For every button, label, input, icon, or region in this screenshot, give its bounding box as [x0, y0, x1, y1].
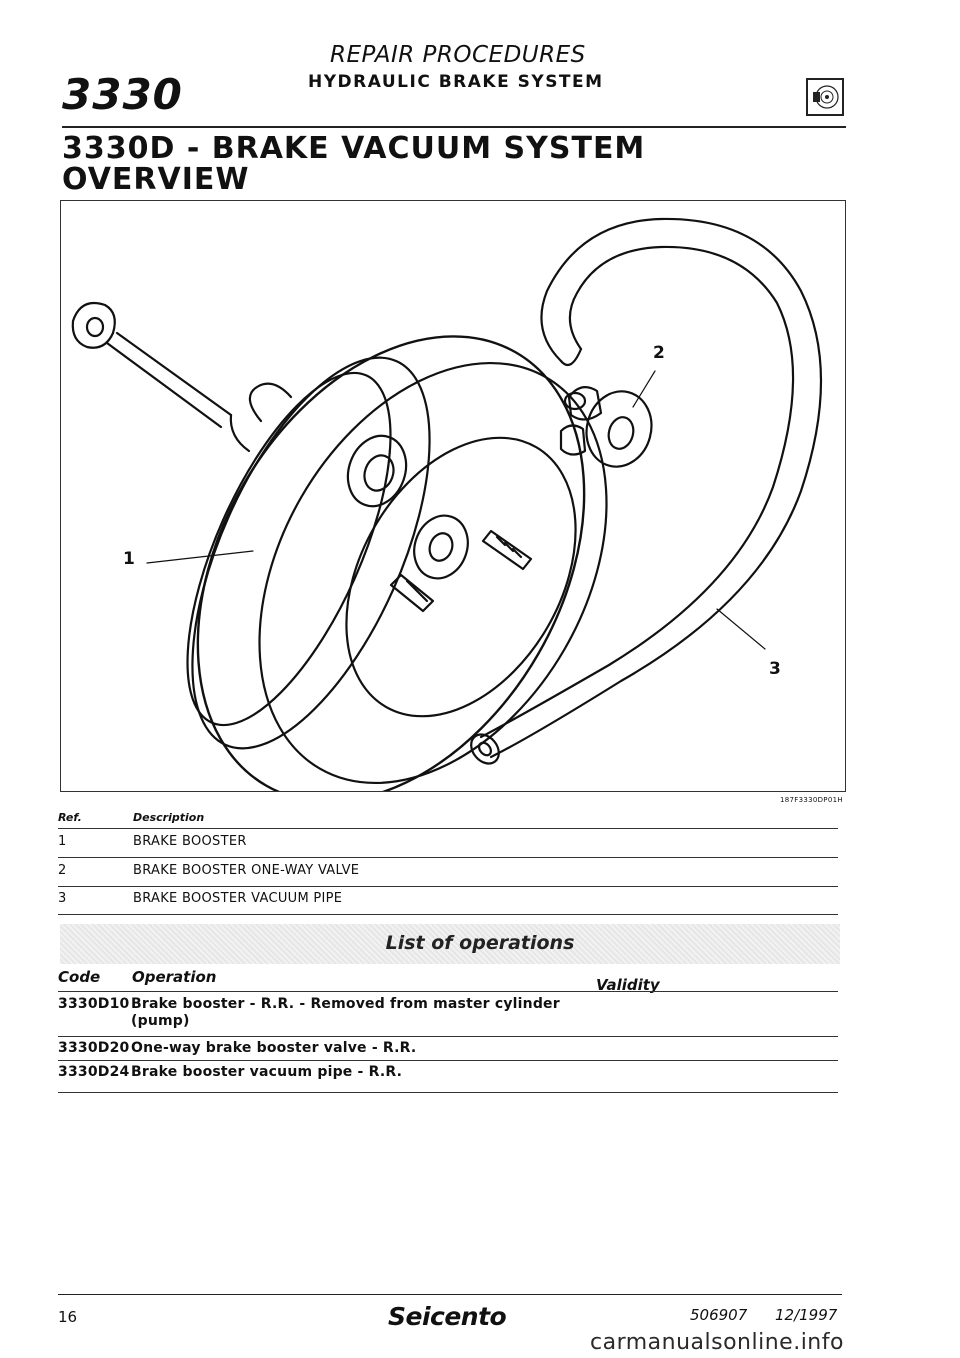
document-date: 12/1997: [775, 1306, 838, 1324]
code-header: Code: [58, 968, 101, 986]
pushrod-eye: [71, 301, 233, 429]
ops-table-rule: [58, 1060, 838, 1061]
page-number: 16: [58, 1308, 78, 1326]
ref-header: Ref.: [58, 811, 82, 824]
description-cell: BRAKE BOOSTER VACUUM PIPE: [133, 891, 343, 906]
operation-header: Operation: [132, 968, 217, 986]
operations-band: [60, 924, 840, 964]
subcategory-title: HYDRAULIC BRAKE SYSTEM: [308, 72, 604, 92]
callout-3: 3: [769, 659, 781, 679]
operation-code: 3330D20: [58, 1040, 130, 1056]
operation-description: Brake booster - R.R. - Removed from mast…: [131, 996, 560, 1012]
page-title-line-2: OVERVIEW: [62, 162, 250, 197]
callout-leaders: [146, 370, 766, 650]
callout-2: 2: [653, 343, 665, 363]
ref-table-rule: [58, 857, 838, 858]
operation-code: 3330D10: [58, 996, 130, 1012]
footer-divider: [58, 1294, 842, 1295]
description-cell: BRAKE BOOSTER: [133, 834, 247, 849]
brand-logo: Seicento: [388, 1302, 507, 1331]
ref-table-rule: [58, 886, 838, 887]
description-cell: BRAKE BOOSTER ONE-WAY VALVE: [133, 863, 360, 878]
brake-disc-icon: [806, 78, 844, 116]
validity-header: Validity: [596, 976, 660, 994]
document-number: 506907: [690, 1306, 748, 1324]
ref-table-rule: [58, 828, 838, 829]
operation-code: 3330D24: [58, 1064, 130, 1080]
ref-cell: 2: [58, 863, 67, 878]
description-header: Description: [133, 811, 205, 824]
ref-cell: 3: [58, 891, 67, 906]
brake-booster: [186, 335, 608, 803]
one-way-valve: [559, 386, 653, 468]
ops-table-rule: [58, 991, 838, 992]
figure-code: 187F3330DP01H: [780, 796, 843, 804]
vacuum-pipe: [470, 217, 823, 765]
header-divider: [62, 126, 846, 128]
ops-table-rule: [58, 1092, 838, 1093]
page-title: 3330D - BRAKE VACUUM SYSTEM OVERVIEW: [62, 133, 645, 195]
ref-table-rule: [58, 914, 838, 915]
callout-1: 1: [123, 549, 135, 569]
ref-cell: 1: [58, 834, 67, 849]
section-number: 3330: [62, 70, 183, 119]
operation-description-cont: (pump): [131, 1013, 190, 1029]
category-title: REPAIR PROCEDURES: [330, 42, 586, 68]
ops-table-rule: [58, 1036, 838, 1037]
brake-system-illustration: 1 2 3: [60, 200, 846, 803]
watermark[interactable]: carmanualsonline.info: [590, 1330, 844, 1355]
operation-description: One-way brake booster valve - R.R.: [131, 1040, 417, 1056]
operations-title: List of operations: [385, 932, 575, 954]
page-title-line-1: 3330D - BRAKE VACUUM SYSTEM: [62, 131, 646, 166]
operation-description: Brake booster vacuum pipe - R.R.: [131, 1064, 403, 1080]
